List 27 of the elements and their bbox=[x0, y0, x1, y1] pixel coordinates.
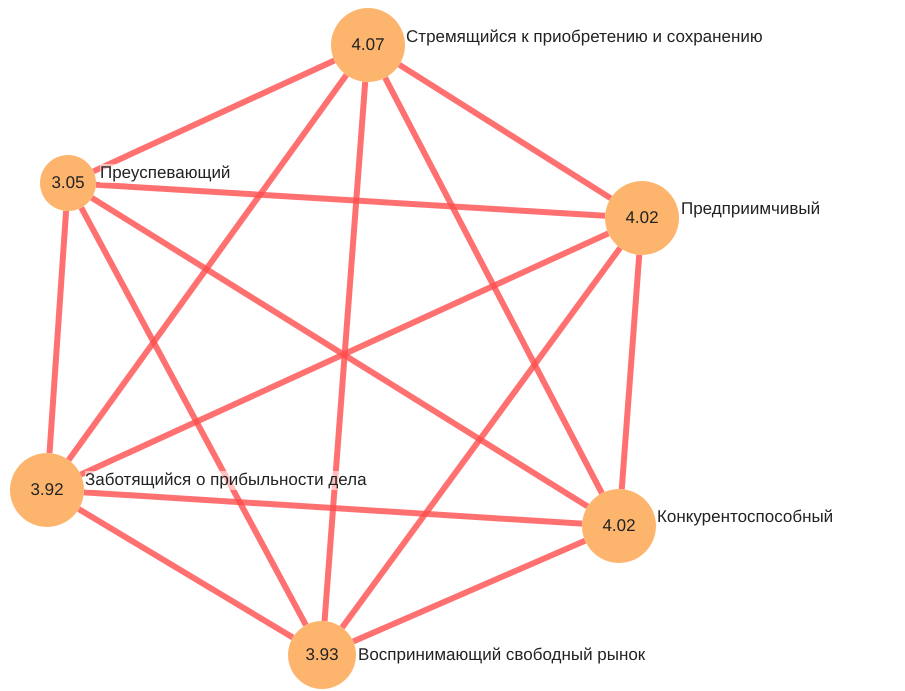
connector-line bbox=[79, 230, 610, 478]
node-value: 3.93 bbox=[305, 645, 339, 665]
connector-line bbox=[66, 73, 349, 462]
node-value: 3.92 bbox=[30, 480, 64, 500]
connector-line bbox=[77, 506, 294, 640]
connector-line bbox=[92, 58, 336, 174]
node-value: 4.02 bbox=[625, 208, 659, 228]
connector-line bbox=[78, 206, 309, 626]
node-value: 4.02 bbox=[602, 516, 636, 536]
node-label: Предприимчивый bbox=[681, 200, 820, 219]
connector-line bbox=[382, 76, 605, 495]
connector-line bbox=[340, 246, 623, 630]
node-value: 4.07 bbox=[351, 35, 385, 55]
connector-line bbox=[618, 254, 642, 490]
connector-line bbox=[398, 62, 612, 201]
node-label: Воспринимающий свободный рынок bbox=[358, 646, 646, 665]
node-label: Преуспевающий bbox=[100, 164, 230, 183]
connector-line bbox=[46, 210, 70, 454]
connector-line bbox=[90, 195, 590, 509]
connector-line bbox=[352, 538, 586, 644]
connector-line bbox=[84, 489, 582, 527]
node-label: Заботящийся о прибыльности дела bbox=[85, 471, 367, 490]
connector-line bbox=[322, 82, 368, 622]
node-value: 3.05 bbox=[51, 173, 85, 193]
node-label: Конкурентоспособный bbox=[657, 508, 834, 527]
node-label: Стремящийся к приобретению и сохранению bbox=[406, 28, 763, 47]
connector-line bbox=[96, 182, 606, 219]
